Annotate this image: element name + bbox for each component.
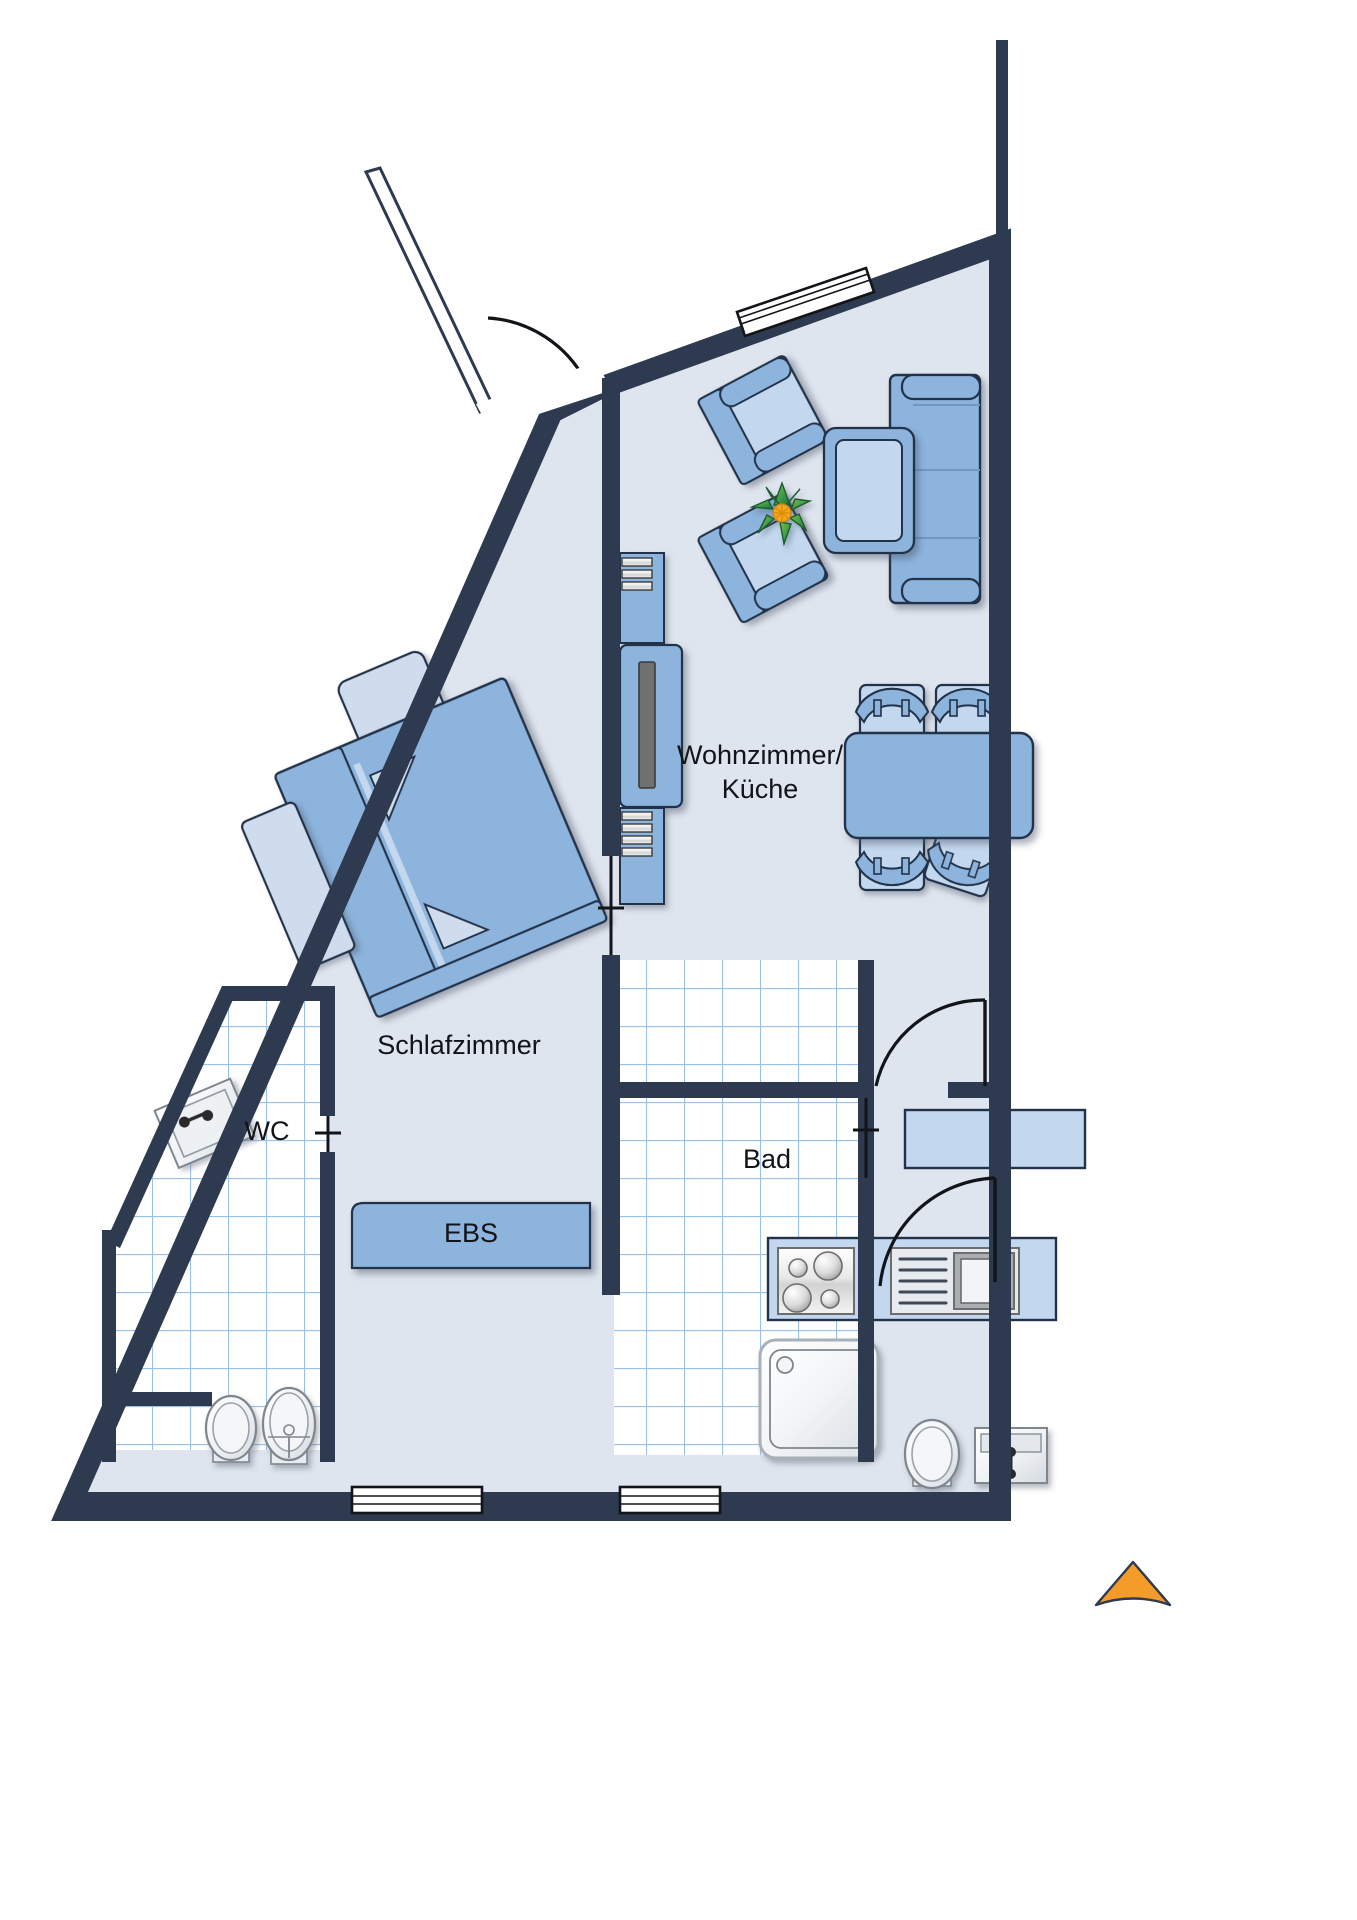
shower-tray [758, 1338, 880, 1460]
bench-ebs [350, 1201, 592, 1270]
armchair-1 [697, 355, 829, 486]
wall-kitchen-bad [602, 1082, 874, 1098]
doorway-marks-bad [853, 1098, 879, 1178]
wc-wall-right-upper [320, 986, 335, 1116]
wc-bidet [261, 1386, 317, 1465]
wardrobe-upper [619, 552, 665, 644]
room-label-bad: Bad [743, 1144, 791, 1174]
bedroom-furniture: EBS [241, 650, 608, 1270]
corridor-door-lower[interactable] [878, 1176, 997, 1287]
drainboard-grooves [898, 1257, 948, 1305]
room-label-wc: WC [245, 1116, 290, 1146]
shelf-lines [621, 557, 653, 591]
wc-wall-left-lower [102, 1230, 116, 1462]
dining-table-main [843, 731, 1035, 840]
balcony-wall-right [996, 40, 1008, 255]
doorway-marks-bedroom [598, 856, 624, 955]
wc-wall-right-lower [320, 1152, 335, 1462]
wardrobe-mid [618, 643, 684, 809]
bench-ebs-label: EBS [444, 1218, 498, 1248]
floor-fill-wc [112, 992, 330, 1450]
coffee-table [822, 426, 916, 555]
wall-bad-right [858, 1082, 874, 1462]
doorway-marks-wc [315, 1116, 341, 1152]
armchair-2 [697, 493, 829, 624]
wardrobe-column [618, 552, 684, 905]
wc-wall-diagonal [106, 986, 236, 1248]
shelf-lines [621, 811, 653, 857]
partition-wall-upper [602, 378, 620, 856]
south-exterior-wall [68, 1492, 1004, 1512]
entrance-arrow [1094, 1560, 1172, 1607]
plant-icon [749, 480, 813, 547]
wall-kitchen-right [858, 960, 874, 1084]
wc-toilet [204, 1394, 258, 1463]
partition-wall-lower [602, 955, 620, 1295]
window-south-bath [618, 1485, 722, 1515]
room-label-wohnzimmer-line1: Wohnzimmer/ [677, 740, 844, 770]
kitchen-counter [766, 1236, 1058, 1322]
window-south-bedroom [350, 1485, 484, 1515]
markers [749, 480, 1172, 1607]
walls [51, 40, 1011, 1521]
entrance-opening [476, 362, 612, 430]
wc-recess-wall [104, 1392, 212, 1406]
corridor-wall-top [948, 1082, 1006, 1098]
corridor-door-upper[interactable] [874, 998, 987, 1087]
bad-toilet [903, 1418, 961, 1490]
double-bed [274, 677, 608, 1018]
room-label-wohnzimmer-line2: Küche [722, 774, 799, 804]
window-north [735, 266, 876, 338]
room-labels: Wohnzimmer/ Küche Schlafzimmer WC Bad [245, 740, 844, 1174]
entrance-door[interactable] [363, 166, 588, 414]
wardrobe-lower [619, 807, 665, 905]
room-label-schlafzimmer: Schlafzimmer [377, 1030, 541, 1060]
cooktop [777, 1247, 855, 1315]
wc-wall-top [222, 986, 334, 1001]
